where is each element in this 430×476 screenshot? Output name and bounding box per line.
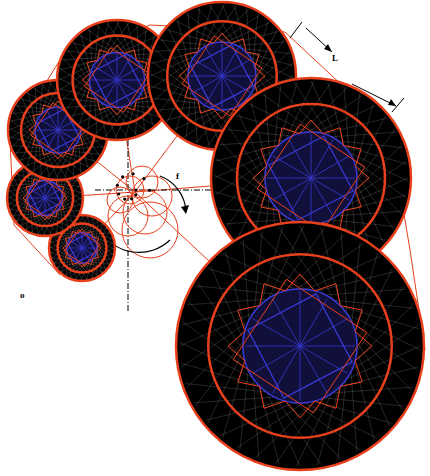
dimension-label: L <box>332 54 338 63</box>
spiral-disc <box>176 222 424 470</box>
dimension-label: o <box>20 291 25 300</box>
dimension-label: f <box>176 172 179 181</box>
